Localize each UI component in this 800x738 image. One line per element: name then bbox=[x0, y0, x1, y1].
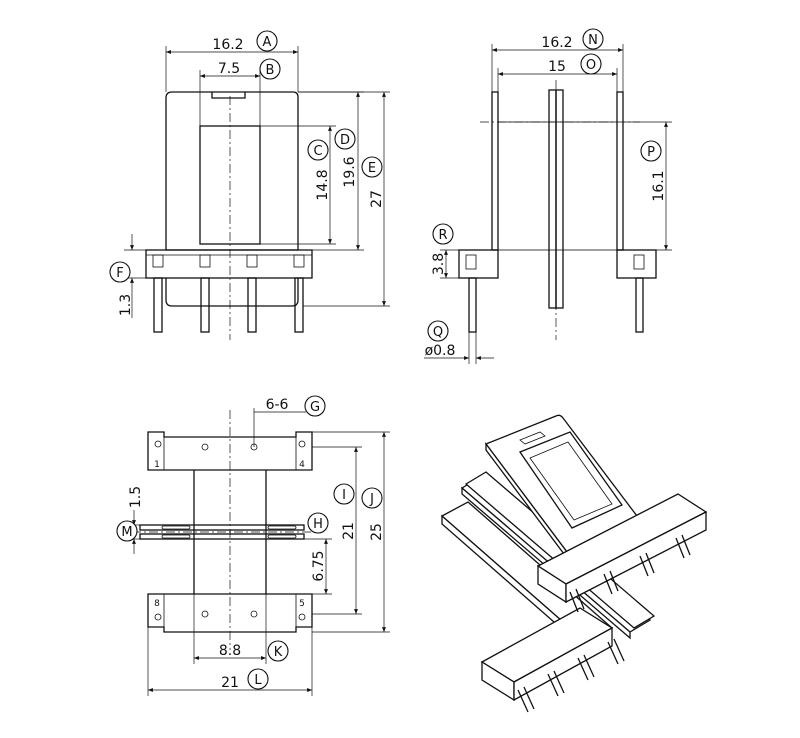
label-k: K bbox=[274, 645, 283, 660]
label-r: R bbox=[438, 228, 447, 243]
flange-gap-dim: 1.5 bbox=[128, 486, 144, 508]
total-width-dim: 21 bbox=[221, 675, 239, 691]
bottom-view: 1 4 8 5 6-6 G 1.5 M H 21 I 25 J bbox=[116, 395, 390, 696]
label-o: O bbox=[586, 58, 596, 73]
front-total-height-dim: 27 bbox=[369, 190, 385, 208]
front-window-height-dim: 14.8 bbox=[315, 169, 331, 200]
front-pin-offset-dim: 1.3 bbox=[118, 294, 134, 316]
inner-length-dim: 21 bbox=[341, 522, 357, 540]
label-p: P bbox=[647, 145, 655, 160]
front-width-dim: 16.2 bbox=[212, 37, 243, 53]
side-pin-diameter-dim: ø0.8 bbox=[425, 343, 456, 359]
label-m: M bbox=[121, 525, 132, 540]
label-a: A bbox=[263, 35, 272, 50]
isometric-view bbox=[440, 414, 708, 713]
pin-1-label: 1 bbox=[154, 460, 160, 470]
label-q: Q bbox=[433, 325, 443, 340]
side-height-dim: 16.1 bbox=[651, 170, 667, 201]
label-d: D bbox=[340, 133, 350, 148]
label-j: J bbox=[369, 492, 374, 507]
front-body-height-dim: 19.6 bbox=[342, 156, 358, 187]
label-e: E bbox=[368, 161, 376, 176]
front-window-width-dim: 7.5 bbox=[218, 61, 240, 77]
label-b: B bbox=[266, 63, 275, 78]
flange-offset-dim: 6.75 bbox=[311, 550, 327, 581]
pin-5-label: 5 bbox=[299, 599, 305, 609]
outer-length-dim: 25 bbox=[369, 523, 385, 541]
label-g: G bbox=[310, 400, 320, 415]
label-n: N bbox=[588, 33, 598, 48]
label-f: F bbox=[116, 266, 123, 281]
label-c: C bbox=[313, 144, 322, 159]
side-outer-width-dim: 16.2 bbox=[541, 35, 572, 51]
core-width-dim: 8.8 bbox=[219, 643, 241, 659]
front-view: 16.2 A 7.5 B 14.8 C 19.6 D 27 E bbox=[109, 30, 390, 340]
pin-8-label: 8 bbox=[154, 599, 160, 609]
pin-spacing-dim: 6-6 bbox=[266, 397, 289, 413]
side-view: 16.2 N 15 O 16.1 P 3.8 R ø0.8 Q bbox=[424, 28, 672, 364]
label-h: H bbox=[313, 517, 323, 532]
pin-4-label: 4 bbox=[299, 460, 305, 470]
side-inner-width-dim: 15 bbox=[548, 59, 566, 75]
label-i: I bbox=[342, 488, 346, 503]
side-base-height-dim: 3.8 bbox=[431, 253, 447, 275]
label-l: L bbox=[254, 673, 262, 688]
